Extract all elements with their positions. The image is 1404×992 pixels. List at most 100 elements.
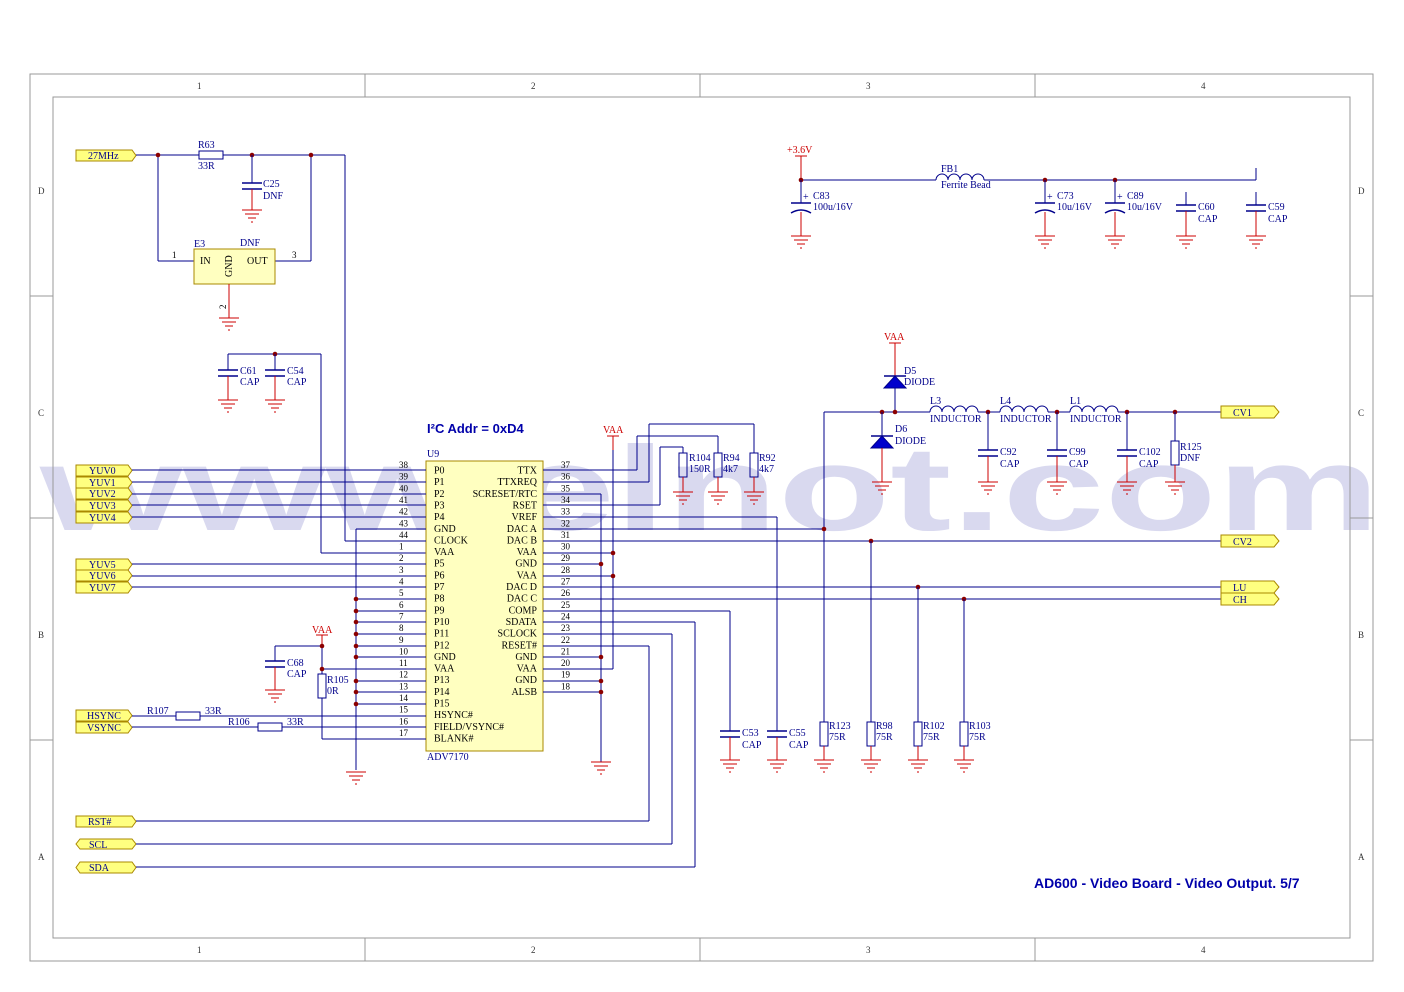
c92-value: CAP [1000,459,1020,470]
chip-pin-name: P0 [434,466,445,477]
port-sda[interactable] [75,861,137,874]
r98-value: 75R [876,732,893,743]
col-label: 4 [1201,81,1206,91]
r125-value: DNF [1180,453,1200,464]
chip-pin-name: GND [434,652,456,663]
port-yuv7[interactable] [75,581,133,594]
chip-pin-number: 27 [561,577,571,587]
port-scl[interactable] [75,838,137,850]
port-hsync-label: HSYNC [87,711,121,722]
chip-pin-name: P5 [434,559,445,570]
rset-network: VAA R104 150R [543,423,809,775]
port-cv1[interactable] [1220,405,1280,419]
port-27mhz[interactable] [75,149,137,162]
chip-pin-number: 15 [399,705,409,715]
chip-pin-number: 9 [399,635,404,645]
chip-pin-number: 13 [399,681,409,691]
u9-chip: U9 ADV7170 38P039P140P241P342P443GND44CL… [399,449,571,763]
port-yuv6-label: YUV6 [89,571,116,582]
e3-value: DNF [240,238,260,249]
control-ports: RST# SCL SDA [75,621,696,874]
fb1-value: Ferrite Bead [941,180,991,191]
sheet-title: AD600 - Video Board - Video Output. 5/7 [1034,875,1300,891]
chip-pin-name: P14 [434,687,450,698]
col-label: 1 [197,81,202,91]
c61-value: CAP [240,377,260,388]
d5-value: DIODE [904,377,935,388]
chip-ref: U9 [427,449,439,460]
chip-pin-name: P10 [434,617,450,628]
chip-pin-number: 29 [561,553,571,563]
port-vsync[interactable] [75,721,133,734]
r63-value: 33R [198,161,215,172]
vaa-label-2: VAA [603,425,624,436]
c53-value: CAP [742,740,762,751]
row-label: A [1358,852,1365,862]
chip-left-pins: 38P039P140P241P342P443GND44CLOCK1VAA2P53… [399,460,504,744]
c60-ref: C60 [1198,202,1215,213]
c102-value: CAP [1139,459,1159,470]
port-rst[interactable] [75,815,137,828]
port-yuv3[interactable] [75,499,133,512]
clock-filter: 27MHz R63 33R C25 DNF E3 DNF IN OUT GND … [75,140,346,541]
port-yuv4[interactable] [75,511,133,524]
port-yuv2[interactable] [75,487,133,500]
port-yuv1[interactable] [75,476,133,489]
c73-value: 10u/16V [1057,202,1093,213]
chip-pin-name: HSYNC# [434,710,473,721]
c68-value: CAP [287,669,307,680]
chip-pin-name: TTXREQ [498,477,538,488]
port-ch[interactable] [1220,592,1280,606]
port-cv1-label: CV1 [1233,408,1252,419]
port-yuv0[interactable] [75,464,133,477]
r103-ref: R103 [969,721,991,732]
port-yuv5[interactable] [75,558,133,571]
port-yuv3-label: YUV3 [89,501,116,512]
port-cv2[interactable] [1220,534,1280,548]
chip-pin-number: 21 [561,646,570,656]
row-label: B [38,630,44,640]
chip-pin-number: 43 [399,518,409,528]
r104-value: 150R [689,464,711,475]
d5-ref: D5 [904,366,916,377]
r106-ref: R106 [228,717,250,728]
chip-pin-number: 7 [399,611,404,621]
sync-inputs: HSYNC VSYNC R107 33R R106 33R [75,706,426,734]
e3-ref: E3 [194,239,205,250]
port-lu-label: LU [1233,583,1247,594]
chip-pin-name: SCRESET/RTC [473,489,538,500]
chip-right-pins: 37TTX36TTXREQ35SCRESET/RTC34RSET33VREF32… [473,460,571,698]
port-scl-label: SCL [89,840,107,851]
c89-value: 10u/16V [1127,202,1163,213]
c83-ref: C83 [813,191,830,202]
chip-pin-number: 10 [399,646,409,656]
r92-ref: R92 [759,453,776,464]
chip-pin-name: VAA [517,570,538,581]
c73-ref: C73 [1057,191,1074,202]
chip-pin-name: DAC A [507,524,538,535]
chip-pin-number: 3 [399,565,404,575]
chip-pin-number: 38 [399,460,409,470]
chip-pin-name: ALSB [511,687,537,698]
c99-ref: C99 [1069,447,1086,458]
l1-value: INDUCTOR [1070,414,1122,425]
sheet-border: 1 2 3 4 1 2 3 4 D C B A D C B A [29,73,1374,962]
c25-ref: C25 [263,179,280,190]
row-label: C [1358,408,1364,418]
dac-outputs: R123 75R R98 75R R102 75R R103 75R CV2 L… [543,412,1280,773]
chip-pin-number: 5 [399,588,404,598]
port-hsync[interactable] [75,709,133,722]
chip-pin-name: VAA [517,547,538,558]
chip-pin-number: 20 [561,658,571,668]
port-yuv6[interactable] [75,569,133,582]
chip-pin-number: 32 [561,518,570,528]
cv1-filter: VAA D5 DIODE D6 DIODE L3 INDUCTOR L4 IND… [824,332,1280,495]
port-lu[interactable] [1220,580,1280,594]
c92-ref: C92 [1000,447,1017,458]
chip-pin-name: FIELD/VSYNC# [434,722,504,733]
col-label: 2 [531,81,536,91]
c54-value: CAP [287,377,307,388]
port-yuv4-label: YUV4 [89,513,116,524]
c59-value: CAP [1268,214,1288,225]
power-filter: +3.6V FB1 Ferrite Bead + C83 100u/16V + … [787,145,1288,249]
